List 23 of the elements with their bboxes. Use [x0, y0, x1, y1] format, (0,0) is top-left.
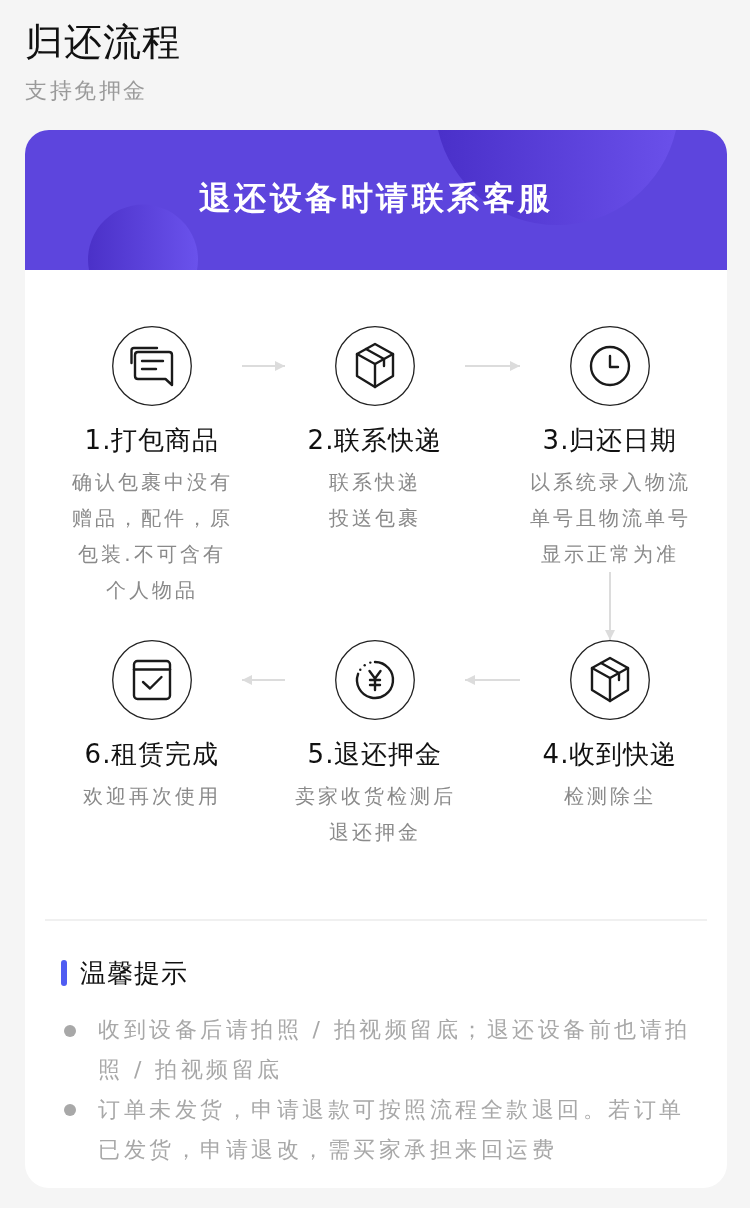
- step-description: 欢迎再次使用: [83, 783, 221, 810]
- arrow: [241, 675, 286, 685]
- banner-text: 退还设备时请联系客服: [198, 178, 554, 219]
- step-description: 确认包裹中没有赠品，配件，原包装.不可含有个人物品: [70, 469, 234, 604]
- step-title: 4.收到快递: [542, 738, 678, 771]
- tip-text: 订单未发货，申请退款可按照流程全款退回。若订单已发货，申请退改，需买家承担来回运费: [98, 1096, 686, 1164]
- page-title: 归还流程: [25, 19, 181, 66]
- step-title: 3.归还日期: [542, 424, 678, 457]
- step-description: 联系快递投送包裹: [328, 469, 422, 532]
- arrow: [464, 361, 521, 371]
- step-description: 检测除尘: [564, 783, 656, 810]
- arrow: [241, 361, 286, 371]
- step-title: 1.打包商品: [84, 424, 220, 457]
- arrow: [464, 675, 521, 685]
- subtitle: 支持免押金: [25, 78, 148, 104]
- step-description: 以系统录入物流单号且物流单号显示正常为准: [528, 469, 692, 568]
- tip-text: 收到设备后请拍照 / 拍视频留底；退还设备前也请拍照 / 拍视频留底: [98, 1016, 692, 1084]
- arrow: [605, 571, 615, 641]
- section-heading: 温馨提示: [80, 957, 188, 990]
- step-title: 5.退还押金: [307, 738, 443, 771]
- step-title: 6.租赁完成: [84, 738, 220, 771]
- step-title: 2.联系快递: [307, 424, 443, 457]
- step-description: 卖家收货检测后退还押金: [293, 783, 457, 846]
